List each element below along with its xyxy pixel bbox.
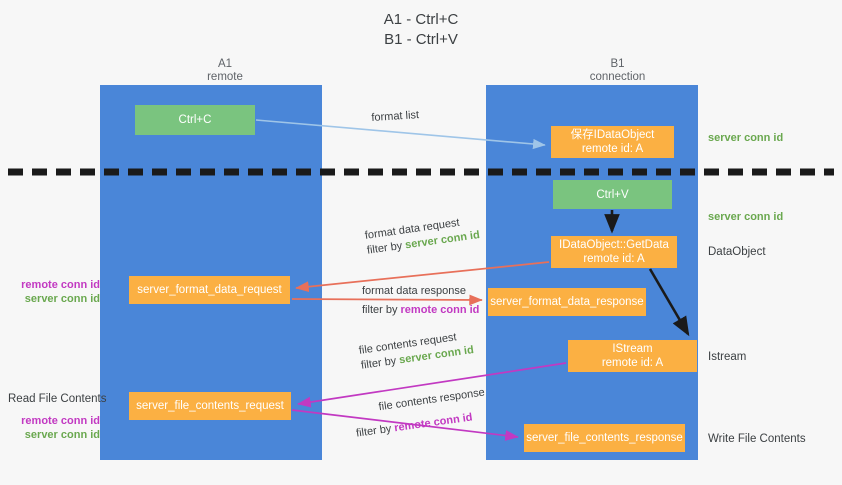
box-ctrl-c-label: Ctrl+C: [178, 114, 212, 126]
filter-remote-conn-id-1: remote conn id: [400, 304, 480, 316]
label-istream: Istream: [708, 351, 747, 363]
column-b1-name: B1: [610, 58, 625, 70]
box-server-format-data-response-label: server_format_data_response: [490, 296, 644, 308]
label-remote-conn-id-bottom: remote conn id: [21, 415, 100, 427]
box-server-format-data-request[interactable]: server_format_data_request: [129, 276, 290, 304]
caption-format-data-response-filter: filter by remote conn id: [362, 303, 479, 318]
box-istream-line2: remote id: A: [601, 357, 664, 369]
filter-by-text-3: filter by: [360, 354, 398, 372]
column-a1-name: A1: [217, 58, 233, 70]
box-ctrl-c[interactable]: Ctrl+C: [135, 105, 255, 135]
label-remote-conn-id-top: remote conn id: [21, 279, 100, 291]
box-server-file-contents-request[interactable]: server_file_contents_request: [129, 392, 291, 420]
label-server-conn-id-left-bottom: server conn id: [24, 429, 100, 441]
box-getdata-line2: remote id: A: [583, 253, 645, 265]
box-istream-line1: IStream: [612, 343, 653, 355]
arrow-file-contents-response: [291, 409, 519, 441]
label-left-conn-ids-bottom: remote conn id server conn id: [8, 414, 100, 442]
label-write-file-contents: Write File Contents: [708, 433, 806, 445]
column-a1-sub: remote: [207, 71, 243, 83]
arrow-format-data-request: [295, 261, 550, 293]
filter-by-text-4: filter by: [355, 422, 393, 440]
title-line-1: A1 - Ctrl+C: [383, 11, 459, 28]
box-idataobject-line2: remote id: A: [581, 143, 644, 155]
label-server-conn-id-top: server conn id: [708, 132, 784, 144]
label-dataobject: DataObject: [708, 246, 766, 258]
caption-format-data-response: format data response filter by remote co…: [362, 284, 479, 318]
box-server-format-data-request-label: server_format_data_request: [137, 284, 282, 296]
title-line-2: B1 - Ctrl+V: [384, 31, 458, 48]
box-server-file-contents-request-label: server_file_contents_request: [136, 400, 284, 412]
box-server-file-contents-response[interactable]: server_file_contents_response: [524, 424, 685, 452]
label-left-conn-ids-top: remote conn id server conn id: [8, 278, 100, 306]
filter-by-text-2: filter by: [362, 304, 398, 316]
box-idataobject-getdata[interactable]: IDataObject::GetData remote id: A: [551, 236, 677, 268]
box-server-format-data-response[interactable]: server_format_data_response: [488, 288, 646, 316]
label-server-conn-id-mid: server conn id: [708, 211, 784, 223]
box-ctrl-v-label: Ctrl+V: [596, 188, 629, 201]
box-getdata-line1: IDataObject::GetData: [559, 239, 669, 251]
column-header-b1: B1 connection: [515, 58, 720, 84]
caption-format-data-response-text: format data response: [362, 285, 466, 297]
box-ctrl-v[interactable]: Ctrl+V: [553, 180, 672, 209]
box-idataobject-line1: 保存IDataObject: [570, 129, 655, 141]
arrow-getdata-to-istream: [648, 268, 690, 337]
box-idataobject[interactable]: 保存IDataObject remote id: A: [551, 126, 674, 158]
label-server-conn-id-left-top: server conn id: [24, 293, 100, 305]
column-header-a1: A1 remote: [130, 58, 320, 84]
box-server-file-contents-response-label: server_file_contents_response: [526, 432, 683, 444]
label-read-file-contents: Read File Contents: [8, 393, 107, 405]
arrow-format-data-response: [291, 294, 483, 306]
caption-format-list: format list: [371, 108, 420, 126]
column-b1-sub: connection: [589, 71, 646, 83]
box-istream[interactable]: IStream remote id: A: [568, 340, 697, 372]
caption-format-list-text: format list: [371, 109, 420, 124]
diagram-title: A1 - Ctrl+C B1 - Ctrl+V: [0, 10, 842, 50]
arrow-file-contents-request: [297, 362, 567, 408]
arrow-format-list: [255, 119, 546, 150]
filter-by-text-1: filter by: [366, 239, 404, 257]
